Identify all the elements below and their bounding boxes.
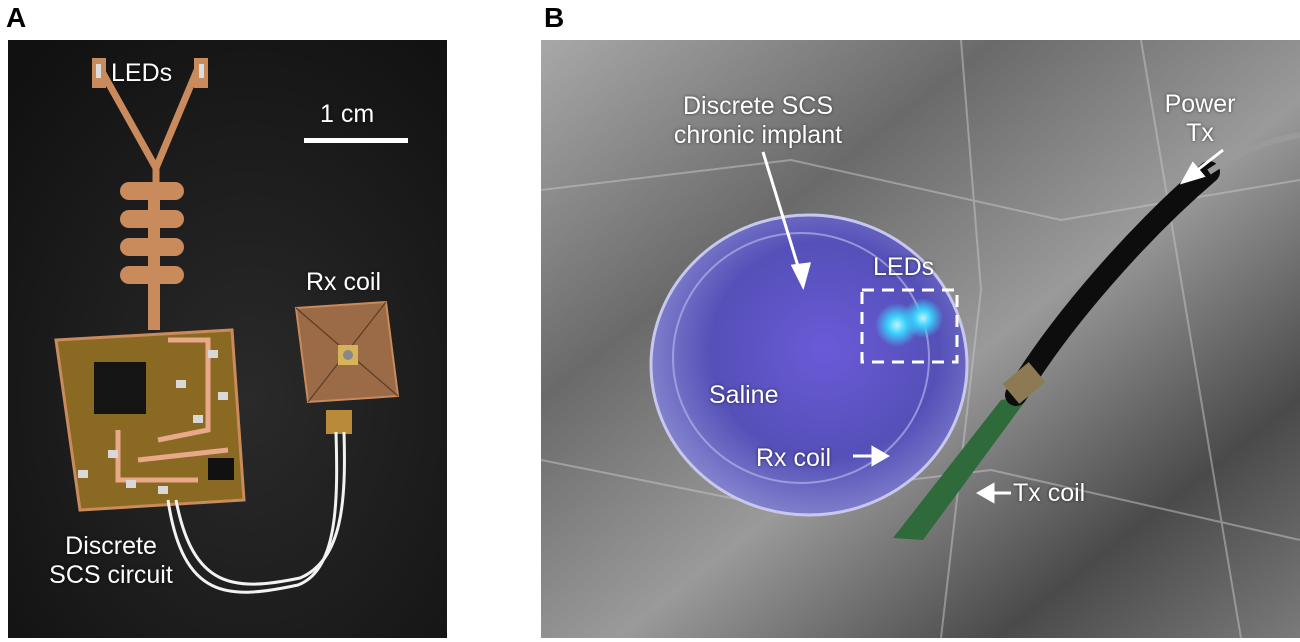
panel-b-letter: B xyxy=(544,2,565,33)
implant-label-line2: chronic implant xyxy=(673,121,843,149)
panel-a-letter: A xyxy=(6,2,27,33)
scale-bar xyxy=(304,138,408,143)
saline-label: Saline xyxy=(709,381,779,409)
power-cable xyxy=(1005,161,1220,406)
power-tx-label-line1: Power xyxy=(1164,90,1236,118)
power-tx-label-line2: Tx xyxy=(1186,119,1214,147)
implant-label-line1: Discrete SCS xyxy=(682,92,834,120)
implant-label: Discrete SCS chronic implant xyxy=(633,92,883,150)
panel-b-rx-coil-label: Rx coil xyxy=(756,444,832,472)
panel-a-rx-coil-label: Rx coil xyxy=(306,268,382,296)
tx-coil-pcb xyxy=(893,396,1029,540)
circuit-label-line1: Discrete xyxy=(65,532,157,560)
tx-coil-label: Tx coil xyxy=(1013,479,1086,507)
panel-a-circuit-label: Discrete SCS circuit xyxy=(26,532,196,590)
panel-a-leds-label: LEDs xyxy=(111,59,173,87)
setup-photo-illustration xyxy=(541,40,1300,638)
panel-b-leds-label: LEDs xyxy=(873,253,935,281)
circuit-label-line2: SCS circuit xyxy=(49,561,173,589)
led-glow-2 xyxy=(903,298,943,338)
power-tx-label: Power Tx xyxy=(1150,90,1250,148)
panel-b-photo xyxy=(541,40,1300,638)
microcontroller-chip xyxy=(94,362,146,414)
annotation-arrows xyxy=(761,148,1224,504)
scale-bar-label: 1 cm xyxy=(320,100,375,128)
leds-highlight-box xyxy=(860,288,959,364)
pcb-photo-illustration xyxy=(8,40,447,638)
panel-a-photo xyxy=(8,40,447,638)
